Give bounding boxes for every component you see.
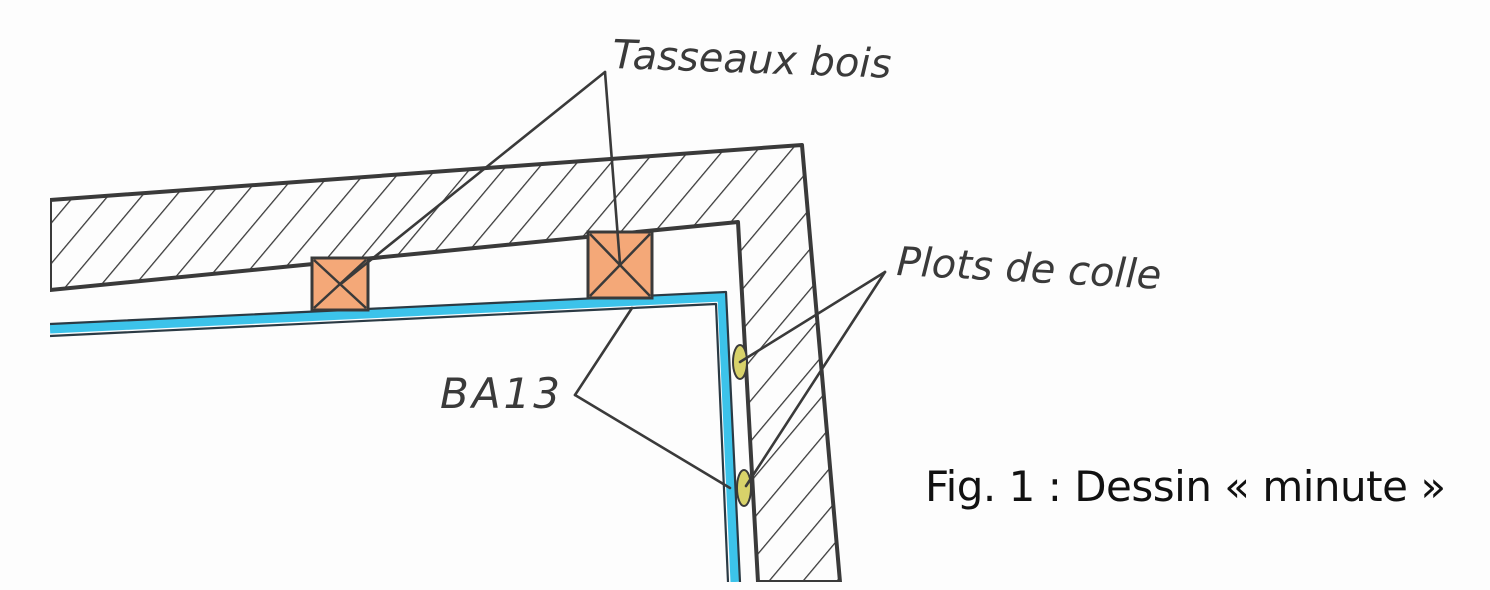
plasterboard-outline-outer [50, 290, 742, 582]
label-tasseaux-bois: Tasseaux bois [612, 32, 893, 88]
plasterboard-ba13 [50, 292, 740, 582]
wood-batten-left [310, 256, 370, 312]
plasterboard-outline-inner [50, 302, 730, 582]
figure-caption: Fig. 1 : Dessin « minute » [925, 462, 1446, 511]
glue-dot-lower [736, 469, 752, 507]
masonry-wall [50, 143, 842, 582]
label-plots-de-colle: Plots de colle [895, 239, 1162, 299]
leader-lines [340, 70, 887, 490]
label-ba13: BA13 [440, 369, 563, 418]
